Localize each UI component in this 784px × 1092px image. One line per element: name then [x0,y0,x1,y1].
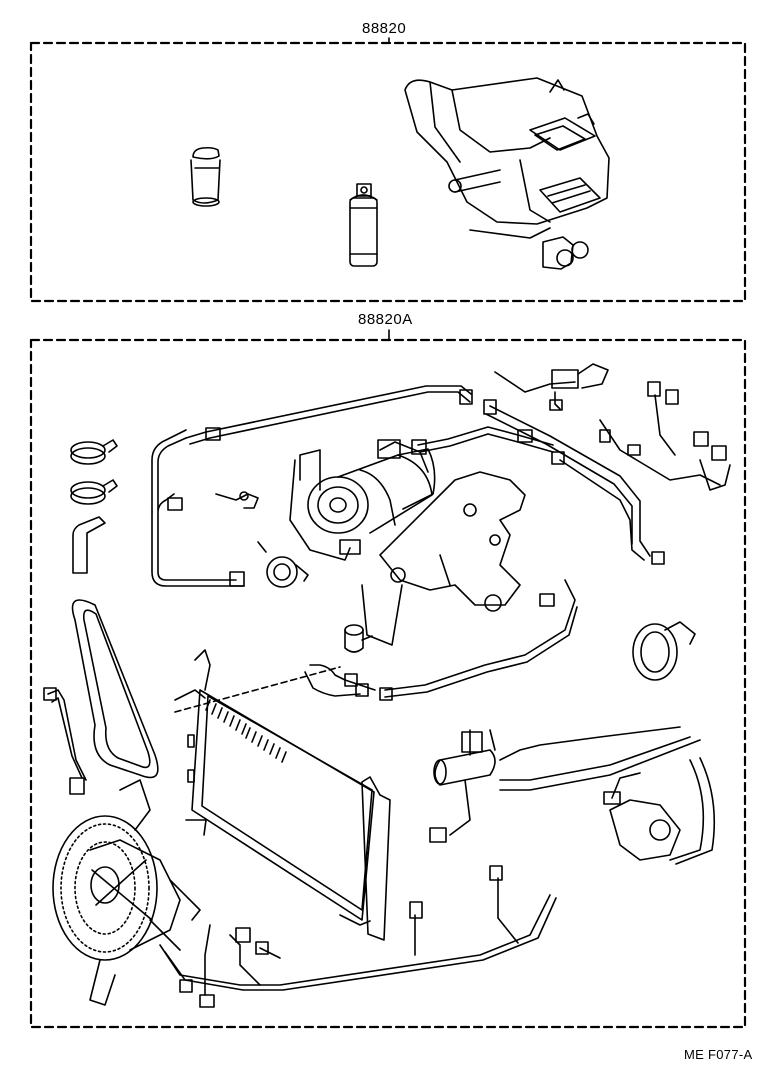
compressor-bracket-part [362,472,525,645]
wiring-harness-top-part [495,364,730,490]
liquid-tube-part [44,688,86,794]
compressor-part [290,440,435,560]
fan-shroud-ring-part [633,622,695,680]
discharge-tube-part [152,386,472,586]
receiver-bottle-part [191,148,220,206]
condenser-inlet-tube-part [175,580,577,712]
pressure-switch-part [216,492,258,508]
group-frame-88820 [31,38,745,301]
wiring-harness-bottom-part [160,866,556,1007]
drive-belt-part [73,600,158,778]
idler-pulley-part [258,542,308,587]
relay-valve-part [430,727,700,842]
cooling-fan-part [53,780,200,1005]
group-label-88820a: 88820A [358,311,413,328]
group-label-88820: 88820 [362,20,407,37]
drawing-code: ME F077-A [684,1047,753,1062]
condenser-part [175,650,390,940]
group-frame-88820a [31,330,745,1027]
receiver-dryer-part [350,184,377,266]
suction-hose-part [412,400,664,564]
dual-switch-part [345,625,372,652]
magnet-clutch-part [604,758,714,864]
hose-clamp-parts [71,440,117,573]
evaporator-housing-part [405,78,609,269]
